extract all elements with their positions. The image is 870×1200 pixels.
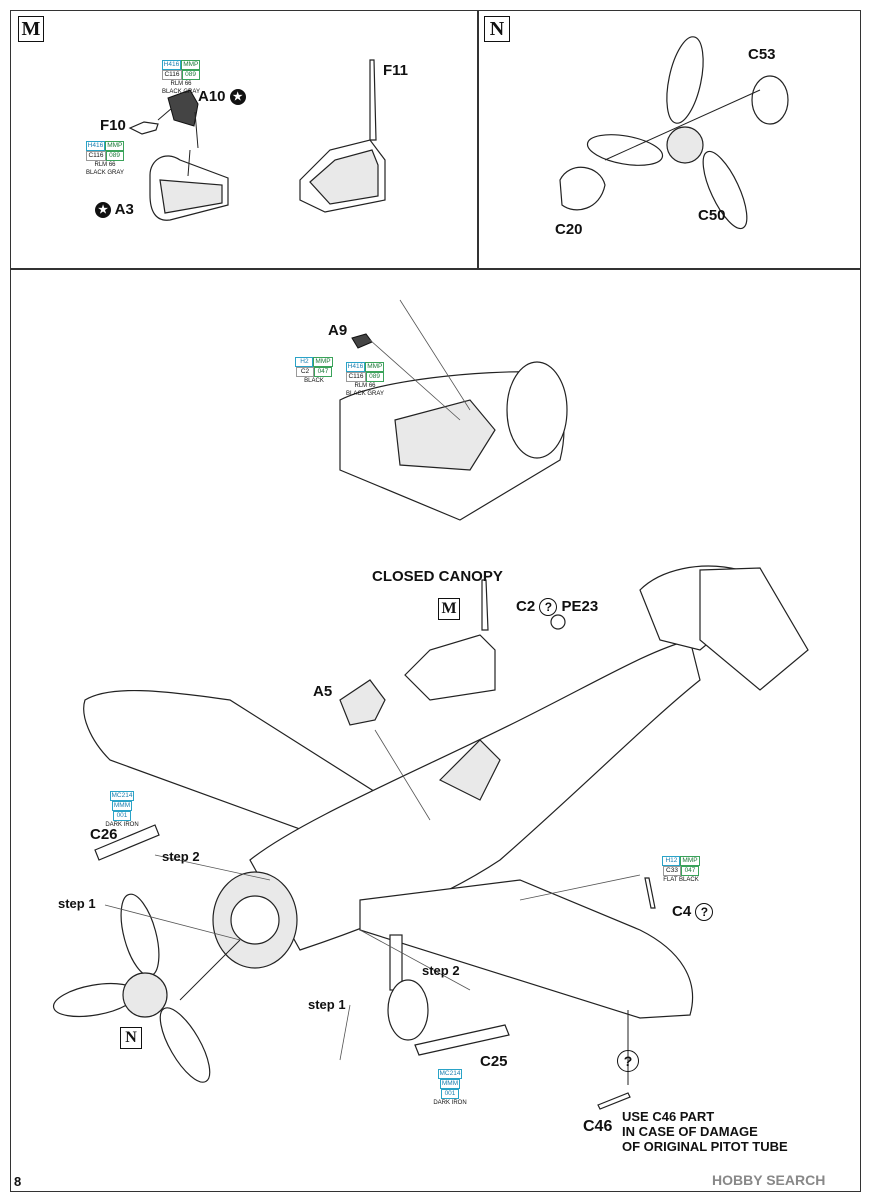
- page-number: 8: [14, 1174, 22, 1189]
- paint-name: DARK IRON: [433, 1100, 467, 1106]
- paint-rlm: RLM 66: [170, 81, 192, 87]
- part-a9-label: A9: [328, 322, 348, 339]
- part-f10-label: F10: [100, 117, 126, 134]
- paint-mmp-number: 089: [365, 372, 384, 382]
- part-c53-label: C53: [748, 46, 776, 63]
- part-pe23-text: PE23: [561, 598, 599, 615]
- step2-mid-label: step 2: [422, 963, 460, 978]
- paint-code-h: H12: [662, 856, 681, 866]
- paint-brand-mmp: MMP: [105, 141, 125, 151]
- paint-code-h: H2: [295, 357, 314, 367]
- paint-brand-mmp: MMP: [365, 362, 385, 372]
- part-a3-label: ★ A3: [95, 201, 134, 219]
- part-c46-label: C46: [583, 1118, 613, 1135]
- question-icon: ?: [617, 1050, 639, 1072]
- c46-note: USE C46 PART IN CASE OF DAMAGE OF ORIGIN…: [622, 1109, 788, 1154]
- panel-n-frame: [477, 10, 861, 270]
- part-c4-label: C4 ?: [672, 903, 714, 922]
- step2-left-label: step 2: [162, 849, 200, 864]
- panel-m-frame: [10, 10, 479, 270]
- part-a10-label: A10 ★: [198, 88, 246, 106]
- paint-code-c: C116: [346, 372, 366, 382]
- cockpit-detail-drawing: [339, 299, 568, 521]
- paint-name: DARK IRON: [105, 822, 139, 828]
- question-icon: ?: [695, 903, 714, 922]
- paint-name: BLACK GRAY: [86, 170, 124, 176]
- part-c20-label: C20: [555, 221, 583, 238]
- c46-note-line: IN CASE OF DAMAGE: [622, 1124, 758, 1139]
- part-f11-drawing: [299, 59, 386, 213]
- paint-mmp-number: 089: [105, 151, 124, 161]
- paint-code-h: H416: [85, 141, 106, 151]
- main-panel-frame: [10, 268, 861, 1192]
- paint-code-mc: MC214: [437, 1069, 463, 1079]
- paint-code-h: H416: [345, 362, 366, 372]
- paint-brand-mmp: MMP: [680, 856, 700, 866]
- star-icon: ★: [95, 202, 111, 219]
- paint-code-c: C33: [663, 866, 681, 876]
- part-a5-label: A5: [313, 683, 333, 700]
- paint-code-mc: MC214: [109, 791, 135, 801]
- paint-brand-mmm: MMM: [439, 1079, 461, 1089]
- step1-left-label: step 1: [58, 896, 96, 911]
- part-c4-text: C4: [672, 903, 692, 920]
- paint-rlm: RLM 66: [94, 162, 116, 168]
- panel-m-label: M: [18, 16, 44, 42]
- n-reference-label: N: [120, 1027, 142, 1049]
- aircraft-drawing: [52, 565, 809, 1110]
- panel-n-label: N: [484, 16, 510, 42]
- part-c26-label: C26: [90, 826, 118, 843]
- paint-brand-mmp: MMP: [313, 357, 333, 367]
- paint-code-h: H416: [161, 60, 182, 70]
- paint-rlm: RLM 66: [354, 383, 376, 389]
- paint-name: BLACK GRAY: [346, 391, 384, 397]
- paint-code-c: C2: [296, 367, 314, 377]
- question-icon: ?: [539, 598, 558, 617]
- paint-code-c: C116: [162, 70, 182, 80]
- part-a3-text: A3: [114, 201, 134, 218]
- paint-number: 001: [441, 1089, 459, 1099]
- step1-mid-label: step 1: [308, 997, 346, 1012]
- paint-code-c: C116: [86, 151, 106, 161]
- paint-name: BLACK: [304, 378, 324, 384]
- paint-number: 001: [113, 811, 131, 821]
- paint-name: BLACK GRAY: [162, 89, 200, 95]
- c46-note-line: OF ORIGINAL PITOT TUBE: [622, 1139, 788, 1154]
- paint-mmp-number: 089: [181, 70, 200, 80]
- part-a10-drawing: [167, 89, 199, 149]
- part-a3-drawing: [149, 149, 229, 221]
- paint-brand-mmm: MMM: [111, 801, 133, 811]
- m-reference-label: M: [438, 598, 460, 620]
- paint-mmp-number: 047: [314, 367, 332, 377]
- part-a10-text: A10: [198, 88, 226, 105]
- part-c25-label: C25: [480, 1053, 508, 1070]
- paint-mmp-number: 047: [681, 866, 699, 876]
- watermark: HOBBY SEARCH: [712, 1172, 826, 1188]
- paint-brand-mmp: MMP: [181, 60, 201, 70]
- star-icon: ★: [229, 89, 246, 106]
- paint-c25: MC214 MMM 001 DARK IRON: [430, 1069, 470, 1107]
- part-f10-drawing: [128, 107, 173, 135]
- part-c2-pe23-label: C2 ? PE23: [516, 598, 599, 617]
- part-c50-label: C50: [698, 207, 726, 224]
- part-c2-text: C2: [516, 598, 536, 615]
- paint-name: FLAT BLACK: [663, 877, 699, 883]
- paint-c26: MC214 MMM 001 DARK IRON: [102, 791, 142, 829]
- propeller-n-drawing: [559, 36, 789, 230]
- part-f11-label: F11: [383, 62, 409, 79]
- closed-canopy-title: CLOSED CANOPY: [372, 568, 503, 585]
- c46-note-line: USE C46 PART: [622, 1109, 715, 1124]
